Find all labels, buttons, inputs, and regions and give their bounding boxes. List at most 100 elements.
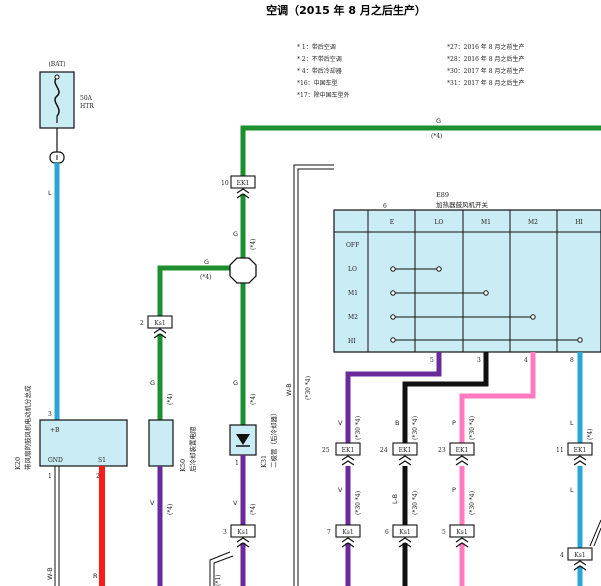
terminal-number: 2 <box>96 473 100 480</box>
row-header: M1 <box>348 290 358 297</box>
fuse-name: HTR <box>80 103 94 110</box>
wire-label: G <box>233 230 238 238</box>
wire-note: (*4) <box>250 504 257 516</box>
wire-note: (*4) <box>167 394 174 406</box>
junction-connector <box>229 257 257 284</box>
wire-note: (*4) <box>167 504 174 516</box>
fuse-rating: 50A <box>80 95 93 102</box>
component-name: 带风扇的鼓风机电动机分总成 <box>23 385 32 470</box>
connector-ks1-7: Ks1 7 <box>327 524 361 548</box>
component-id: K31 <box>260 455 268 468</box>
note-item: * 2：不带后空调 <box>297 55 342 63</box>
note-item: *17：除中国车型外 <box>297 91 350 99</box>
wire-note: (*30 *4) <box>355 416 362 440</box>
wire-label: G <box>204 258 209 266</box>
terminal-number: 6 <box>383 203 387 210</box>
fuse-terminal: (BAT) <box>48 61 65 68</box>
wire-label: L <box>48 189 52 197</box>
note-item: *27：2016 年 8 月之前生产 <box>447 43 524 51</box>
pin-label: +B <box>50 427 60 434</box>
connector-pin: 23 <box>438 447 446 454</box>
wire-label: V <box>150 499 155 507</box>
svg-text:Ks1: Ks1 <box>456 529 467 536</box>
svg-text:EK1: EK1 <box>399 447 412 454</box>
wire-label: G <box>233 379 238 387</box>
connector-pin: 5 <box>442 529 446 536</box>
wire-note: (*30 *4) <box>412 491 419 515</box>
wire-note: (*30 *4) <box>305 376 312 400</box>
wire-label: L <box>570 486 574 494</box>
wire-note: (*4) <box>431 133 443 140</box>
note-item: *16：中国车型 <box>297 79 338 87</box>
connector-pin: 10 <box>221 180 229 187</box>
rear-cooler-resistor <box>148 419 174 467</box>
connector-pin: 6 <box>385 529 389 536</box>
connector-ek1-25: EK1 25 <box>322 442 361 466</box>
wire-note: (*4) <box>250 239 257 251</box>
notes-left: * 1：带后空调 * 2：不带后空调 * 4：带后冷却器 *16：中国车型 *1… <box>297 43 350 99</box>
svg-text:Ks1: Ks1 <box>399 529 410 536</box>
wire-label: V <box>338 486 343 494</box>
column-header: M1 <box>481 219 491 226</box>
fuse-element-icon <box>54 76 60 117</box>
connector-pin: 11 <box>556 447 564 454</box>
note-item: *30：2017 年 8 月之前生产 <box>447 67 524 75</box>
note-item: *31：2017 年 8 月之后生产 <box>447 79 524 87</box>
component-name: 加热器鼓风机开关 <box>436 200 489 209</box>
connector-ks1-6: Ks1 6 <box>385 524 418 548</box>
connector-ks1-5: Ks1 5 <box>442 524 475 548</box>
connector-ek1-10: EK1 10 <box>221 175 256 199</box>
row-header: M2 <box>348 314 358 321</box>
connector-ek1-24: EK1 24 <box>380 442 418 466</box>
page-title: 空调（2015 年 8 月之后生产） <box>266 3 426 17</box>
column-header: E <box>390 219 394 226</box>
connector-pin: 7 <box>327 529 331 536</box>
terminal-number: 1 <box>235 460 239 467</box>
wire-label: R <box>93 572 98 580</box>
connector-pin: 3 <box>223 529 227 536</box>
terminal-number: 5 <box>430 357 434 364</box>
notes-right: *27：2016 年 8 月之前生产 *28：2016 年 8 月之后生产 *3… <box>447 43 524 87</box>
wire-label: W-B <box>285 383 293 396</box>
blower-motor: 3 +B GND S1 1 2 <box>39 411 128 480</box>
connector-pin: 25 <box>322 447 330 454</box>
svg-text:Ks1: Ks1 <box>237 529 248 536</box>
svg-text:EK1: EK1 <box>237 180 250 187</box>
wire-note: (*4) <box>250 394 257 406</box>
component-name: 二极管（后冷却器） <box>269 410 278 469</box>
svg-text:EK1: EK1 <box>342 447 355 454</box>
fuse-htr: (BAT) 50A HTR <box>39 61 94 129</box>
note-item: * 1：带后空调 <box>297 43 336 51</box>
wire-label: L <box>570 419 574 427</box>
row-header: OFF <box>346 242 359 249</box>
connector-ks1-2: Ks1 2 <box>140 315 173 339</box>
wire-label: G <box>436 117 441 125</box>
wire-note: (*4) <box>200 274 212 281</box>
wire-label: P <box>452 419 456 427</box>
wire-v <box>345 352 442 443</box>
svg-text:Ks1: Ks1 <box>342 529 353 536</box>
wire-note: (*30 *4) <box>469 416 476 440</box>
pin-label: GND <box>48 457 63 464</box>
wire-note: (*1) <box>215 575 222 586</box>
connector-pin: 4 <box>560 552 564 559</box>
wire-note: (*30 *4) <box>412 416 419 440</box>
column-header: M2 <box>528 219 538 226</box>
connector-ks1-4: Ks1 4 <box>560 547 593 571</box>
connector-ek1-23: EK1 23 <box>438 442 475 466</box>
rear-cooler-diode: 1 <box>229 424 257 467</box>
connector-pin: 2 <box>140 320 144 327</box>
wire-p <box>459 352 536 443</box>
wire-label: V <box>233 499 238 507</box>
pin-label: S1 <box>98 457 106 464</box>
wire-label: V <box>338 419 343 427</box>
component-name: 后冷却装置电阻 <box>188 426 197 472</box>
terminal-number: 8 <box>570 357 574 364</box>
wire-label: P <box>452 486 456 494</box>
column-header: HI <box>575 219 583 226</box>
wire-label: L-B <box>391 494 399 504</box>
connector-pin: 24 <box>380 447 388 454</box>
wire-g <box>157 125 601 425</box>
wire-label: W-B <box>46 567 54 580</box>
